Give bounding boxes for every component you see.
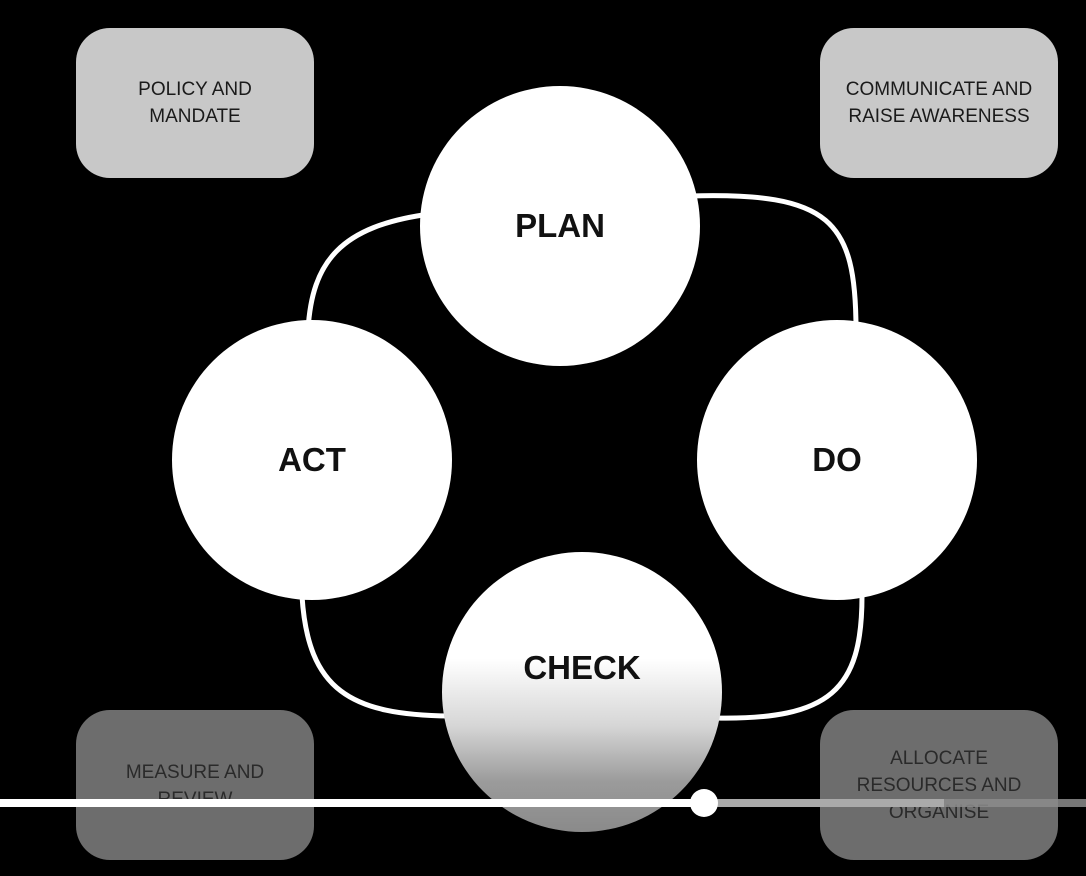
- plan-label: PLAN: [515, 207, 605, 244]
- connector-do-check: [715, 595, 865, 721]
- allocate-resources-label: ALLOCATE RESOURCES AND ORGANISE: [856, 748, 1022, 823]
- act-circle: ACT: [172, 320, 452, 600]
- communicate-awareness-label: COMMUNICATE AND RAISE AWARENESS: [845, 79, 1033, 127]
- act-label: ACT: [278, 441, 346, 478]
- policy-mandate-box: POLICY AND MANDATE: [76, 28, 314, 178]
- connector-act-check: [299, 595, 451, 719]
- progress-scrubber-handle[interactable]: [690, 789, 718, 817]
- progress-played-track[interactable]: [0, 799, 704, 807]
- do-label: DO: [812, 441, 862, 478]
- connector-plan-act: [305, 211, 431, 331]
- plan-circle: PLAN: [420, 86, 700, 366]
- measure-review-box: MEASURE AND REVIEW: [76, 710, 314, 860]
- video-progress-bar[interactable]: [0, 789, 1086, 817]
- progress-buffered-track[interactable]: [704, 799, 944, 807]
- do-circle: DO: [697, 320, 977, 600]
- connector-plan-do: [689, 193, 859, 331]
- policy-mandate-label: POLICY AND MANDATE: [138, 79, 252, 127]
- check-label: CHECK: [523, 649, 641, 686]
- check-circle: CHECK: [442, 552, 722, 832]
- allocate-resources-box: ALLOCATE RESOURCES AND ORGANISE: [820, 710, 1058, 860]
- communicate-awareness-box: COMMUNICATE AND RAISE AWARENESS: [820, 28, 1058, 178]
